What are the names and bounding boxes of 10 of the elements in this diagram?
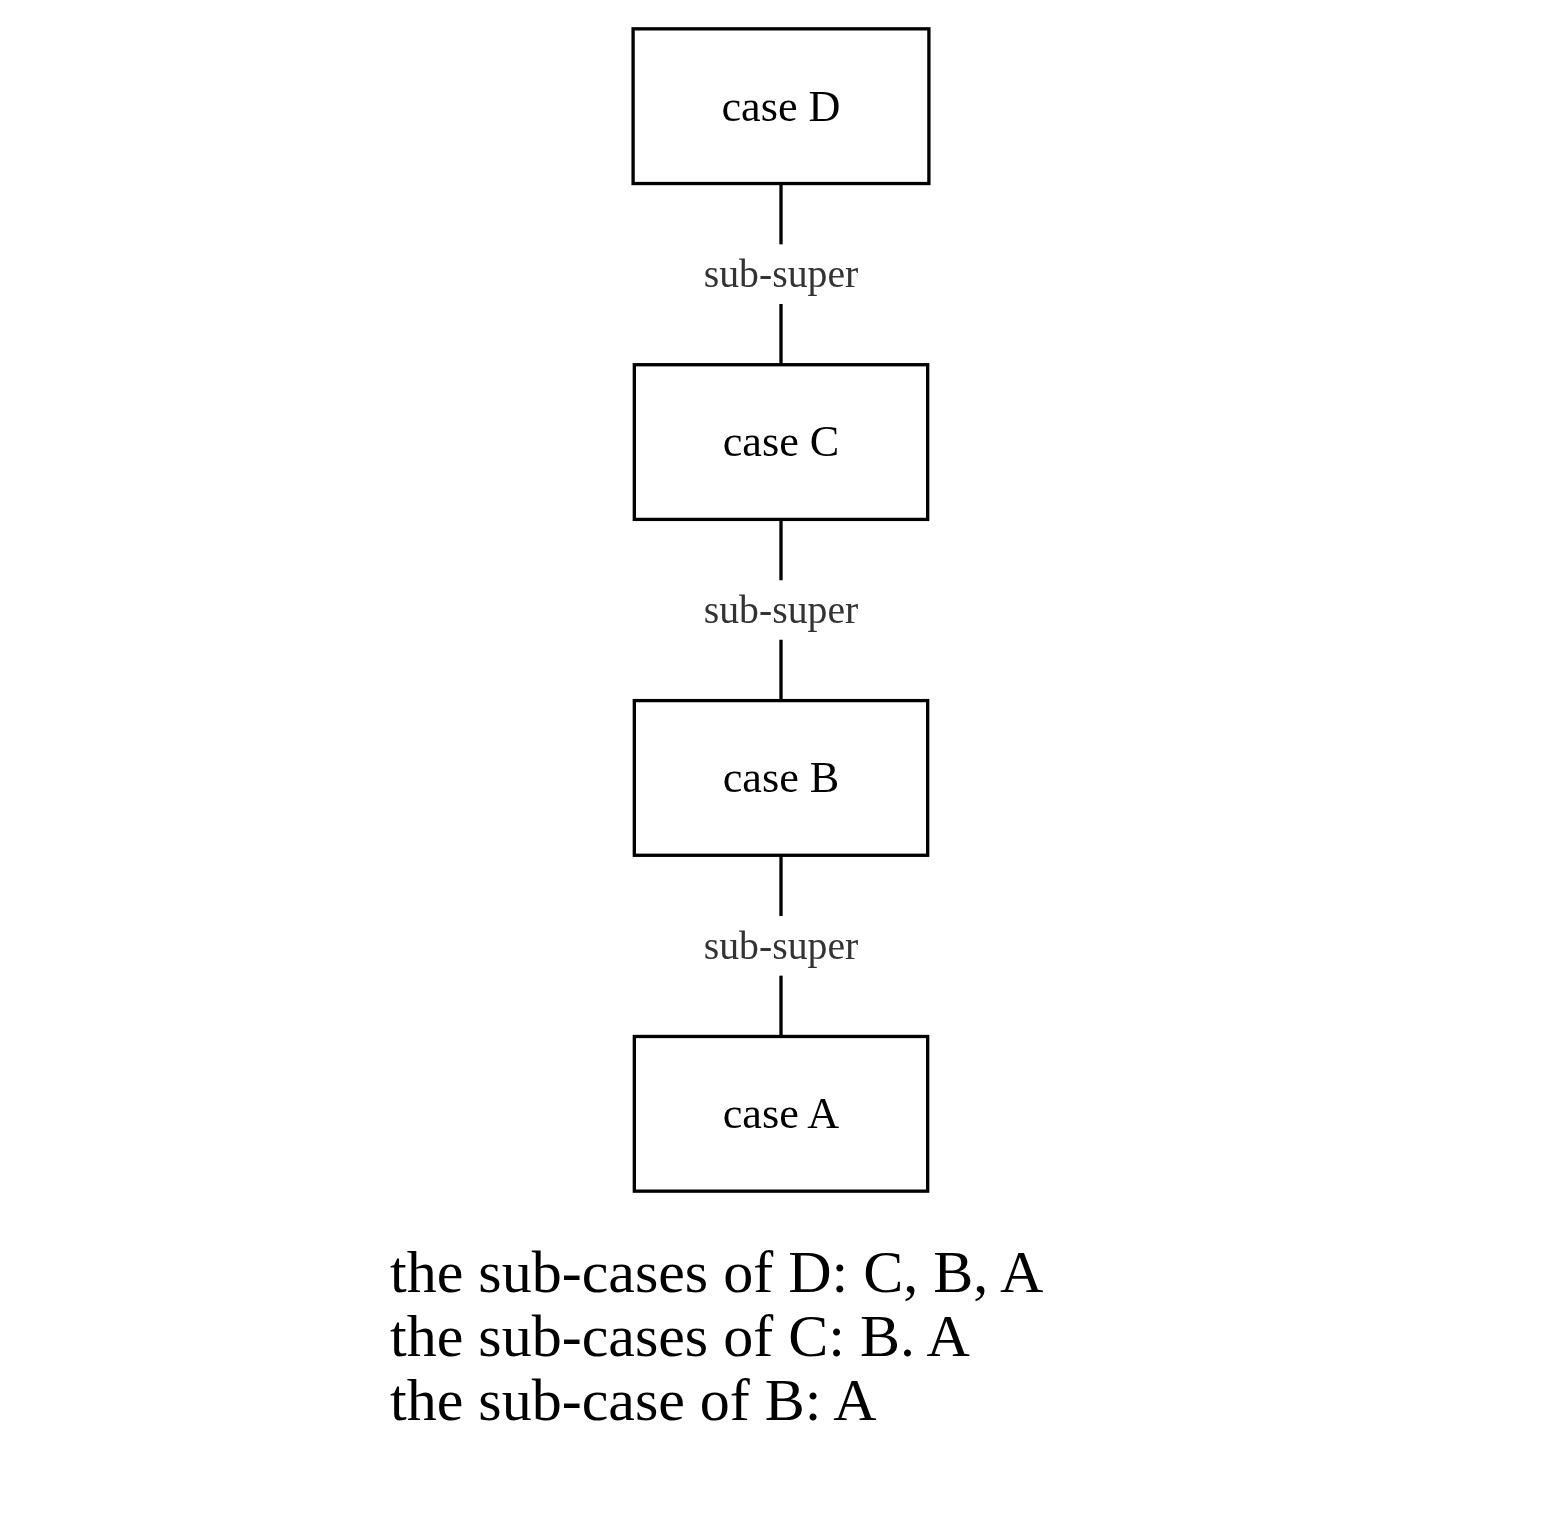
node-box: case C xyxy=(632,363,929,522)
note-text: the sub-case of B: A xyxy=(390,1368,878,1432)
edge-label: sub-super xyxy=(703,587,858,633)
node-box: case D xyxy=(630,27,931,186)
note-text: the sub-cases of D: C, B, A xyxy=(390,1240,1044,1304)
note-text: the sub-cases of C: B. A xyxy=(390,1304,971,1368)
edge-label: sub-super xyxy=(703,923,858,968)
node-box: case A xyxy=(632,1034,929,1193)
node-box: case B xyxy=(632,698,929,857)
edge-label: sub-super xyxy=(703,252,858,297)
